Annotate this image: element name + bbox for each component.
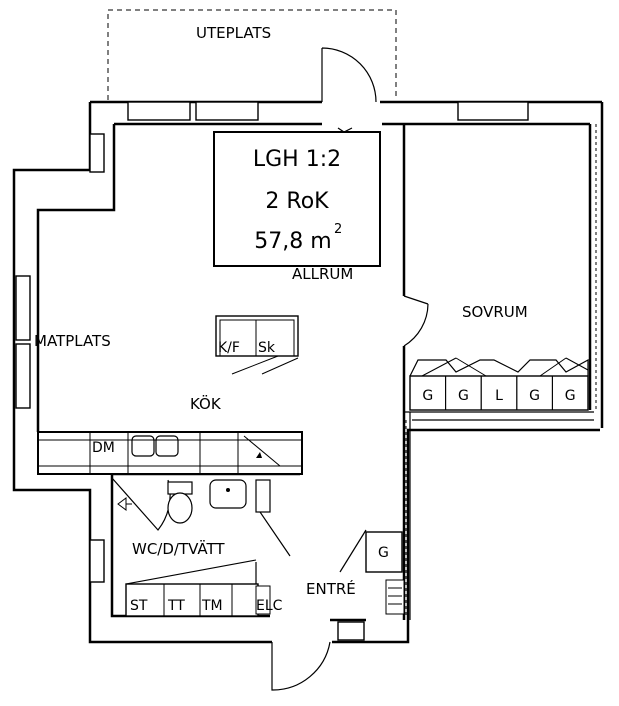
window-7 (89, 539, 105, 583)
room-allrum: ALLRUM (292, 265, 353, 283)
drying-cabinet-label: ST (130, 598, 148, 614)
sink-basin-1 (131, 435, 155, 457)
wardrobe-cell (551, 375, 589, 411)
window-3 (457, 101, 529, 121)
freezer-label: Sk (258, 340, 276, 356)
room-kok: KÖK (190, 394, 222, 413)
wardrobe-label: G (529, 388, 540, 404)
windows (15, 101, 529, 641)
sink-basin-2 (155, 435, 179, 457)
elc-label: ELC (256, 598, 283, 614)
window-6 (15, 343, 31, 409)
window-4 (89, 133, 105, 173)
room-matplats: MATPLATS (34, 332, 111, 350)
unit-area-superscript: 2 (334, 222, 342, 237)
toilet-tank (167, 481, 193, 495)
dishwasher-label: DM (92, 440, 115, 456)
unit-area: 57,8 m (254, 229, 331, 254)
unit-rooms: 2 RoK (265, 189, 329, 214)
laundry-row: ST TT TM ELC (125, 559, 283, 617)
window-2 (195, 101, 259, 121)
fridge-label: K/F (218, 340, 240, 356)
wardrobe-label: G (458, 388, 469, 404)
wardrobe-label: G (565, 388, 576, 404)
room-wc: WC/D/TVÄTT (132, 539, 225, 558)
wardrobe-label: G (422, 388, 433, 404)
unit-info-box: LGH 1:2 2 RoK 57,8 m 2 (213, 131, 381, 267)
entry-fixtures: G (365, 531, 405, 615)
window-5 (15, 275, 31, 341)
entry-wardrobe-label: G (378, 545, 389, 561)
toilet-bowl (167, 492, 193, 524)
entry-door (271, 641, 331, 691)
tumble-dryer-label: TT (167, 598, 185, 614)
wc-door (111, 477, 171, 531)
wardrobe-label: L (495, 388, 503, 404)
unit-type: LGH 1:2 (253, 147, 341, 172)
washing-machine-label: TM (201, 598, 223, 614)
bedroom-door (403, 295, 429, 347)
room-labels: UTEPLATS ALLRUM SOVRUM MATPLATS KÖK WC/D… (34, 24, 528, 598)
kitchen-counter: DM (37, 431, 303, 475)
patio-door (321, 47, 377, 103)
room-entre: ENTRÉ (306, 579, 356, 598)
misc-marks (337, 127, 353, 133)
entry-partition (339, 529, 367, 573)
window-8 (337, 621, 365, 641)
window-1 (127, 101, 191, 121)
wc-fixtures (117, 479, 271, 524)
fridge-freezer: K/F Sk (215, 315, 299, 375)
patio-outline (107, 9, 397, 100)
room-uteplats: UTEPLATS (196, 24, 271, 42)
washbasin (209, 479, 247, 509)
room-sovrum: SOVRUM (462, 303, 528, 321)
